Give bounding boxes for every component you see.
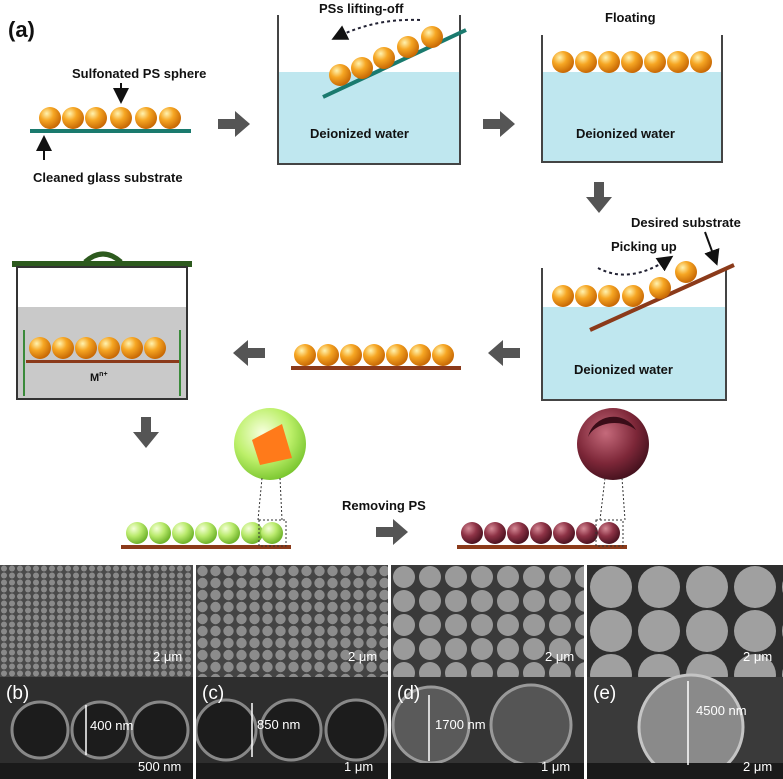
transferred-monolayer bbox=[291, 344, 461, 370]
arrow-down-icon bbox=[133, 417, 159, 448]
sem-panel-c: (c) 2 μm 850 nm 1 μm bbox=[196, 565, 388, 779]
step-sulfonated-ps: Sulfonated PS sphere Cleaned glass subst… bbox=[30, 66, 206, 185]
arrow-right-icon bbox=[483, 111, 515, 137]
sem-panel-label: (d) bbox=[397, 683, 421, 704]
sem-panel-e: (e) 2 μm 4500 nm 2 μm bbox=[587, 565, 783, 779]
cross-dimension: 850 nm bbox=[257, 717, 301, 732]
scale-bar-bottom: 500 nm bbox=[138, 759, 182, 774]
hollow-spheres bbox=[457, 408, 649, 549]
arrow-right-icon bbox=[218, 111, 250, 137]
label-deionized-2: Deionized water bbox=[576, 126, 675, 141]
scale-bar-bottom: 1 μm bbox=[344, 759, 374, 774]
scale-bar-bottom: 2 μm bbox=[743, 759, 773, 774]
label-picking-up: Picking up bbox=[611, 239, 677, 254]
sem-panel-label: (c) bbox=[202, 683, 225, 704]
scale-bar-top: 2 μm bbox=[545, 649, 575, 664]
glass-substrate bbox=[30, 129, 191, 133]
beaker-floating: Floating Deionized water bbox=[541, 10, 723, 163]
sem-panel-label: (b) bbox=[6, 683, 30, 704]
coated-spheres bbox=[121, 408, 306, 549]
beaker-picking-up: Desired substrate Picking up Deionized w… bbox=[541, 215, 741, 401]
label-lifting-off: PSs lifting-off bbox=[319, 1, 404, 16]
label-cleaned-glass: Cleaned glass substrate bbox=[33, 170, 183, 185]
label-deionized-1: Deionized water bbox=[310, 126, 409, 141]
arrow-down-icon bbox=[586, 182, 612, 213]
scale-bar-top: 2 μm bbox=[743, 649, 773, 664]
label-metal-ion: Mn+ bbox=[90, 371, 108, 384]
sem-panel-b: (b) 2 μm 400 nm 500 nm bbox=[0, 565, 193, 779]
autoclave: Mn+ bbox=[12, 251, 192, 400]
sem-panel-label: (e) bbox=[593, 683, 617, 704]
beaker-lifting-off: PSs lifting-off Deionized water bbox=[277, 1, 467, 165]
label-desired-substrate: Desired substrate bbox=[631, 215, 741, 230]
cross-dimension: 400 nm bbox=[90, 718, 134, 733]
panel-a-label: (a) bbox=[8, 17, 35, 42]
arrow-left-icon bbox=[233, 340, 265, 366]
label-floating: Floating bbox=[605, 10, 656, 25]
label-deionized-3: Deionized water bbox=[574, 362, 673, 377]
cross-dimension: 4500 nm bbox=[696, 703, 747, 718]
sem-panel-d: (d) 2 μm 1700 nm 1 μm bbox=[391, 565, 584, 779]
arrow-left-icon bbox=[488, 340, 520, 366]
label-removing-ps: Removing PS bbox=[342, 498, 426, 513]
arrow-right-icon bbox=[376, 519, 408, 545]
schematic-panel-a: (a) Sulfonated PS sphere Cleaned glass s… bbox=[8, 1, 741, 549]
scale-bar-top: 2 μm bbox=[153, 649, 183, 664]
scale-bar-top: 2 μm bbox=[348, 649, 378, 664]
cross-dimension: 1700 nm bbox=[435, 717, 486, 732]
label-sulfonated-ps: Sulfonated PS sphere bbox=[72, 66, 206, 81]
scale-bar-bottom: 1 μm bbox=[541, 759, 571, 774]
